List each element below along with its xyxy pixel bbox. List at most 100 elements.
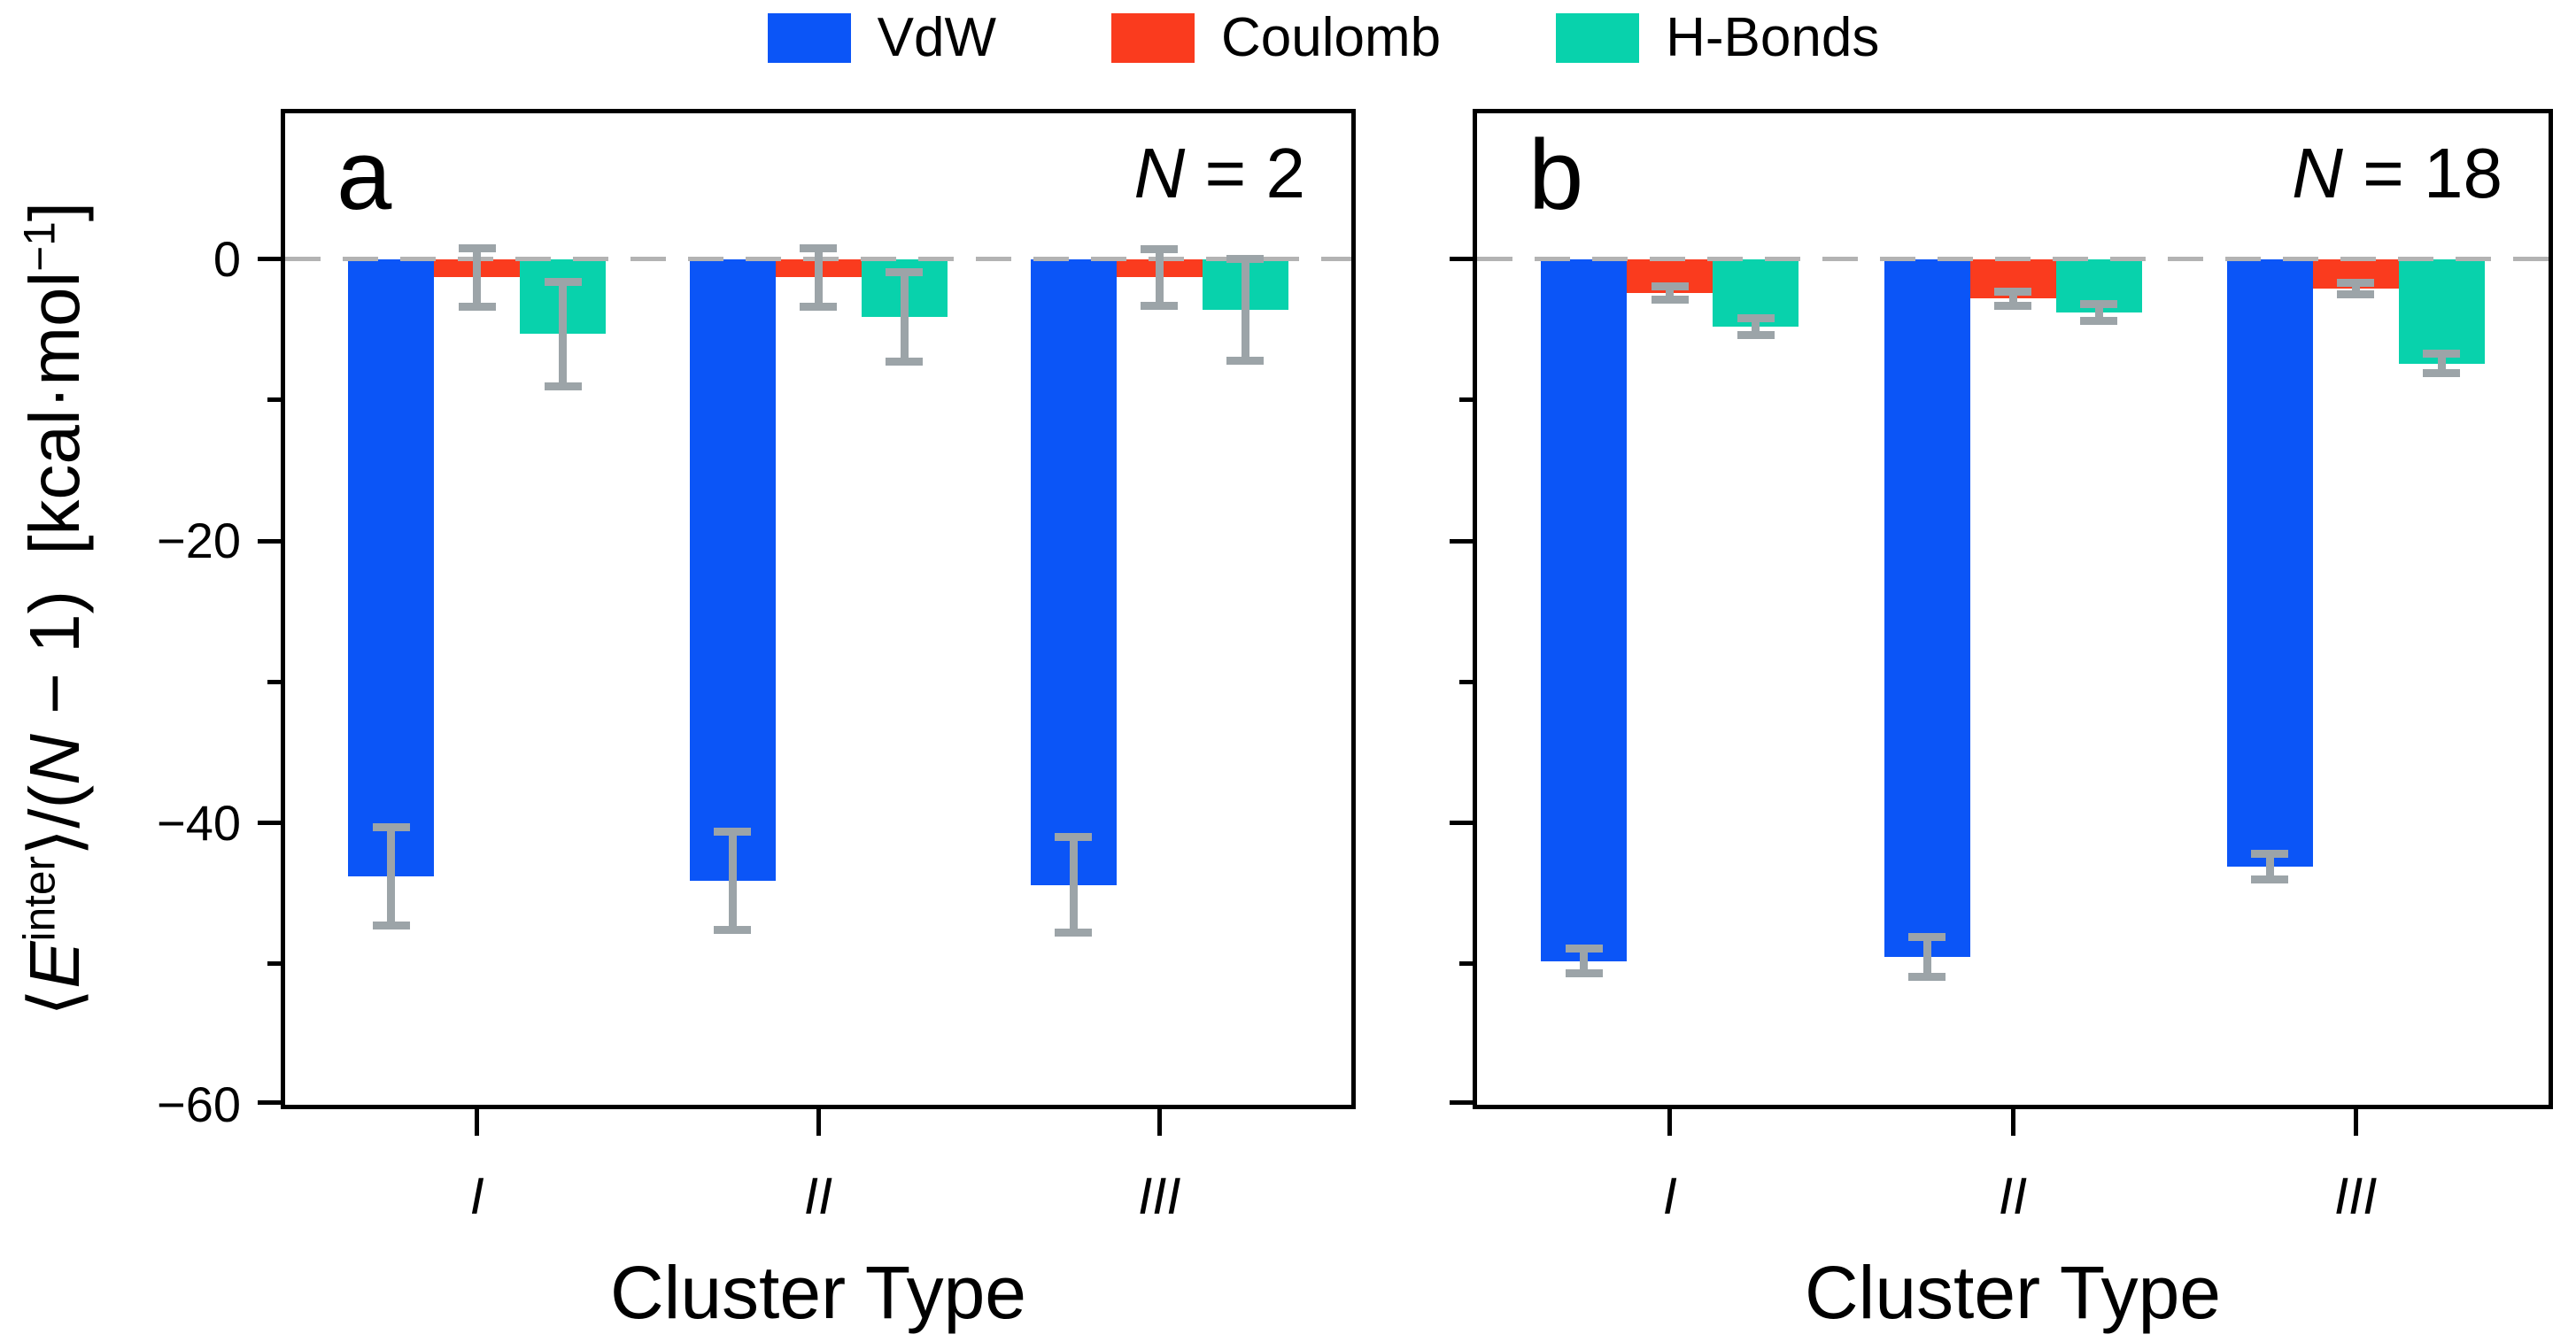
- x-tick-label: I: [469, 1168, 484, 1225]
- error-bar-cap: [1226, 255, 1265, 264]
- y-major-tick: [258, 538, 281, 544]
- y-major-tick: [258, 257, 281, 262]
- error-bar: [2437, 353, 2446, 374]
- error-bar-cap: [1565, 944, 1603, 953]
- error-bar-cap: [714, 926, 751, 935]
- y-major-tick: [1450, 257, 1473, 262]
- panel-annotation: N = 2: [1133, 134, 1305, 212]
- y-major-tick: [1450, 1100, 1473, 1105]
- error-bar: [1155, 249, 1164, 306]
- error-bar-cap: [1226, 356, 1265, 365]
- x-tick-label: I: [1662, 1168, 1677, 1225]
- error-bar-cap: [372, 822, 410, 831]
- y-tick-label: −40: [157, 794, 241, 851]
- x-tick: [2010, 1109, 2015, 1136]
- legend-label: H-Bonds: [1666, 7, 1880, 68]
- error-bar-cap: [1994, 301, 2031, 310]
- y-tick-label: 0: [213, 230, 241, 287]
- error-bar: [900, 272, 909, 362]
- error-bar: [1241, 258, 1249, 361]
- y-minor-tick: [1459, 397, 1473, 403]
- error-bar-cap: [1565, 969, 1603, 978]
- panel-letter: b: [1528, 120, 1584, 230]
- error-bar: [1752, 318, 1760, 336]
- bar-vdw-III: [2226, 258, 2313, 867]
- error-bar-cap: [544, 277, 582, 286]
- error-bar-cap: [1737, 331, 1775, 340]
- error-bar: [1580, 948, 1589, 974]
- y-minor-tick: [267, 961, 281, 967]
- error-bar: [1922, 937, 1931, 977]
- error-bar: [473, 248, 482, 307]
- error-bar-cap: [886, 358, 923, 366]
- error-bar-cap: [1141, 245, 1179, 254]
- y-minor-tick: [267, 679, 281, 684]
- x-tick: [475, 1109, 480, 1136]
- error-bar: [1069, 837, 1078, 933]
- error-bar-cap: [800, 243, 837, 252]
- x-axis-label: Cluster Type: [1805, 1251, 2221, 1334]
- x-tick: [1156, 1109, 1162, 1136]
- legend-swatch-icon: [767, 13, 851, 63]
- error-bar-cap: [2337, 279, 2375, 288]
- legend-item-vdw: VdW: [767, 7, 996, 68]
- error-bar-cap: [2337, 290, 2375, 299]
- error-bar-cap: [458, 243, 496, 252]
- error-bar-cap: [2080, 300, 2117, 309]
- error-bar: [2351, 282, 2360, 295]
- error-bar-cap: [886, 267, 923, 276]
- y-minor-tick: [267, 397, 281, 403]
- panel-annotation: N = 18: [2292, 134, 2503, 212]
- error-bar-cap: [2080, 317, 2117, 326]
- error-bar: [728, 831, 737, 930]
- error-bar: [2008, 291, 2017, 306]
- bar-vdw-II: [1884, 258, 1970, 957]
- error-bar-cap: [1055, 833, 1093, 841]
- error-bar-cap: [1055, 929, 1093, 937]
- y-minor-tick: [1459, 679, 1473, 684]
- y-major-tick: [1450, 538, 1473, 544]
- error-bar-cap: [2251, 850, 2289, 859]
- bar-vdw-I: [348, 258, 435, 877]
- error-bar: [1666, 286, 1675, 300]
- x-axis-label: Cluster Type: [610, 1251, 1026, 1334]
- error-bar-cap: [372, 922, 410, 930]
- y-major-tick: [1450, 821, 1473, 826]
- y-major-tick: [258, 821, 281, 826]
- x-tick-label: II: [803, 1168, 833, 1225]
- x-tick-label: III: [1138, 1168, 1181, 1225]
- error-bar-cap: [714, 827, 751, 836]
- error-bar-cap: [458, 303, 496, 312]
- y-axis-label: ⟨Einter⟩/(N − 1) [kcal·mol−1]: [14, 201, 94, 1017]
- error-bar: [387, 827, 396, 926]
- error-bar-cap: [1908, 972, 1946, 981]
- error-bar-cap: [2251, 875, 2289, 883]
- error-bar: [2265, 853, 2274, 880]
- x-tick: [2353, 1109, 2358, 1136]
- error-bar-cap: [1651, 282, 1689, 290]
- error-bar-cap: [800, 303, 837, 312]
- panel-letter: a: [337, 120, 392, 230]
- error-bar-cap: [1908, 933, 1946, 942]
- error-bar: [559, 282, 568, 387]
- legend-label: VdW: [877, 7, 996, 68]
- y-tick-label: −20: [157, 513, 241, 569]
- bar-h-bonds-III: [2398, 258, 2485, 364]
- x-tick: [816, 1109, 821, 1136]
- legend-swatch-icon: [1556, 13, 1640, 63]
- y-tick-label: −60: [157, 1076, 241, 1132]
- bar-vdw-I: [1541, 258, 1628, 961]
- error-bar-cap: [2423, 369, 2461, 378]
- error-bar-cap: [1141, 301, 1179, 310]
- zero-line: [1477, 257, 2549, 262]
- x-tick-label: III: [2334, 1168, 2378, 1225]
- error-bar: [814, 248, 823, 307]
- bar-vdw-II: [689, 258, 776, 881]
- legend-swatch-icon: [1111, 13, 1195, 63]
- error-bar-cap: [2423, 349, 2461, 358]
- x-tick-label: II: [1998, 1168, 2028, 1225]
